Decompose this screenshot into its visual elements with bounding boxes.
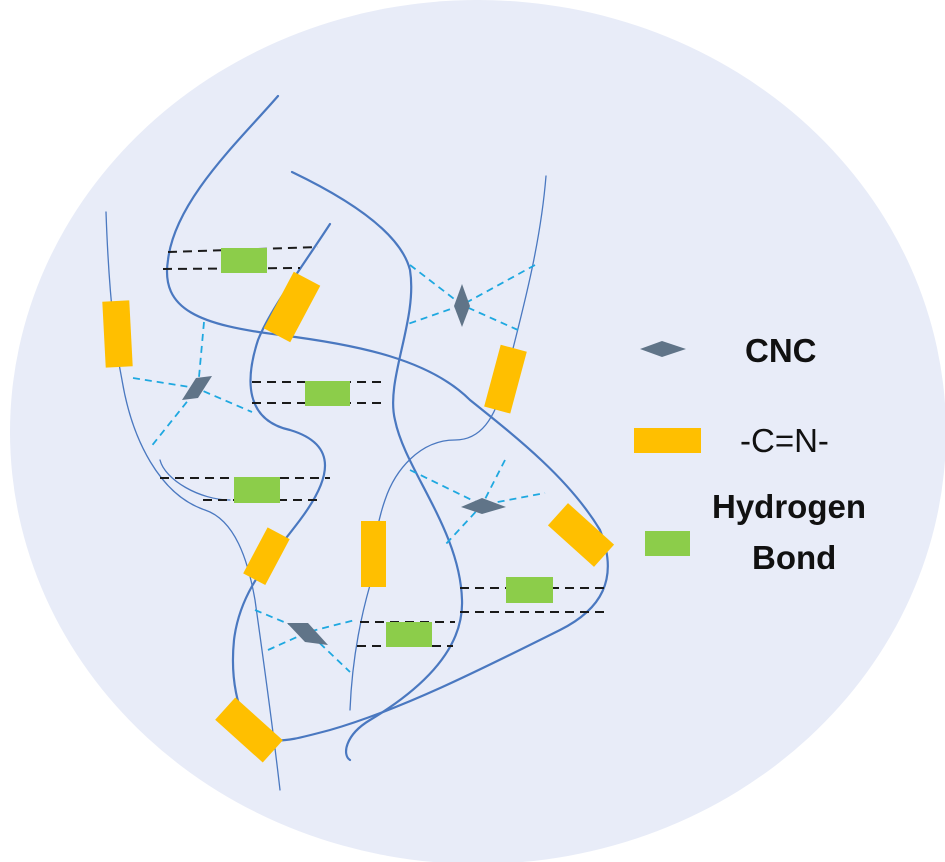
diamond-icon bbox=[640, 341, 686, 357]
hydrogen-bond bbox=[386, 622, 432, 647]
cnc-node bbox=[461, 498, 506, 514]
polymer-chain bbox=[290, 170, 464, 762]
imine-bond bbox=[243, 527, 290, 586]
cnc-link bbox=[267, 630, 351, 673]
hydrogen-bond bbox=[506, 577, 553, 603]
legend-label-imine: -C=N- bbox=[740, 422, 829, 459]
hydrogen-bond bbox=[305, 381, 350, 406]
hydrogen-bond bbox=[234, 477, 280, 503]
cnc-link bbox=[254, 609, 356, 633]
hydrogen-bond bbox=[221, 248, 267, 273]
imine-bond bbox=[361, 521, 386, 587]
green-rect-icon bbox=[645, 531, 690, 556]
cnc-link bbox=[409, 469, 546, 506]
imine-bond bbox=[263, 271, 321, 343]
polymer-chain bbox=[371, 175, 547, 561]
legend-label-bond: Bond bbox=[752, 539, 836, 576]
polymer-chain bbox=[349, 584, 371, 711]
polymer-chain bbox=[231, 222, 332, 732]
imine-bond bbox=[215, 697, 283, 763]
legend: CNC -C=N- Hydrogen Bond bbox=[634, 332, 866, 576]
cnc-link bbox=[404, 264, 536, 326]
cnc-node bbox=[454, 284, 470, 327]
cnc-node bbox=[287, 623, 328, 645]
cnc-node bbox=[182, 376, 212, 400]
polymer-chain bbox=[165, 94, 609, 742]
legend-label-hydrogen: Hydrogen bbox=[712, 488, 866, 525]
imine-bond bbox=[484, 344, 527, 414]
orange-rect-icon bbox=[634, 428, 701, 453]
background-disc bbox=[10, 0, 945, 862]
imine-bond bbox=[102, 300, 133, 368]
imine-bond bbox=[547, 503, 615, 567]
legend-label-cnc: CNC bbox=[745, 332, 817, 369]
